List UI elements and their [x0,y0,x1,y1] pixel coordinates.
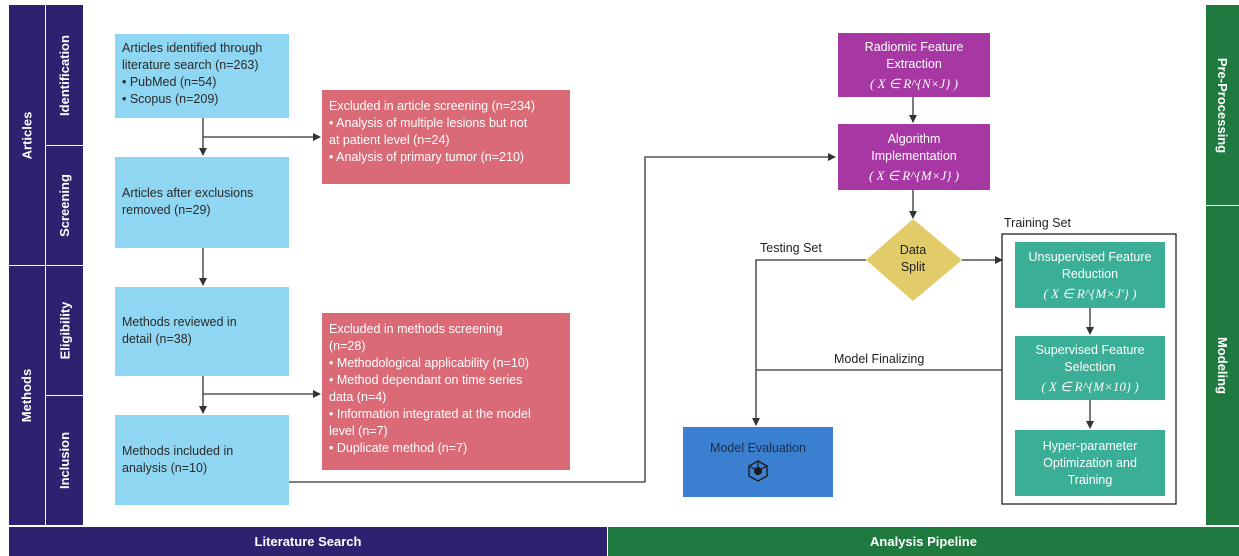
unsupervised-line-2: Reduction [1061,266,1119,281]
radiomic-line-1: Radiomic Feature [864,39,964,54]
after-line-2: removed (n=29) [122,203,211,217]
excluded-articles-line-2: • Analysis of multiple lesions but not [329,116,528,130]
hyper-line-3: Training [1067,472,1113,487]
arrow-split-to-evaluation [752,259,866,426]
unsupervised-formula: ( X ∈ R^{M×J′} ) [1043,285,1137,301]
reviewed-line-2: detail (n=38) [122,332,192,346]
right-band [1206,5,1239,525]
box-supervised-feature-selection: Supervised Feature Selection ( X ∈ R^{M×… [1015,336,1165,400]
label-training-set: Training Set [1004,216,1071,230]
left-band-divider-2 [46,265,83,266]
supervised-formula: ( X ∈ R^{M×10} ) [1041,378,1139,394]
label-testing-set: Testing Set [760,241,822,255]
excluded-articles-line-1: Excluded in article screening (n=234) [329,99,536,113]
included-line-1: Methods included in [122,444,234,458]
data-split-diamond [866,219,962,301]
box-algorithm-implementation: Algorithm Implementation ( X ∈ R^{M×J} ) [838,124,990,190]
footer-analysis-pipeline: Analysis Pipeline [608,527,1239,556]
left-band-divider-1 [46,145,83,146]
hyper-line-2: Optimization and [1043,455,1137,470]
box-articles-after-exclusions: Articles after exclusions removed (n=29) [115,157,289,248]
box-excluded-articles: Excluded in article screening (n=234) • … [322,90,570,184]
box-unsupervised-feature-reduction: Unsupervised Feature Reduction ( X ∈ R^{… [1015,242,1165,308]
identified-line-3: • PubMed (n=54) [122,75,217,89]
excluded-methods-line-5: data (n=4) [329,390,387,404]
algorithm-line-2: Implementation [871,148,957,163]
data-split-line-2: Split [900,260,926,274]
algorithm-line-1: Algorithm [887,131,941,146]
left-band-divider-mid [9,265,46,266]
unsupervised-line-1: Unsupervised Feature [1028,249,1152,264]
identified-line-4: • Scopus (n=209) [122,92,219,106]
left-band-divider-3 [46,395,83,396]
excluded-methods-line-1: Excluded in methods screening [329,322,503,336]
excluded-methods-line-6: • Information integrated at the model [329,407,531,421]
algorithm-formula: ( X ∈ R^{M×J} ) [868,167,960,183]
supervised-line-1: Supervised Feature [1035,342,1145,357]
radiomic-line-2: Extraction [886,56,942,71]
label-model-finalizing: Model Finalizing [834,352,925,366]
included-line-2: analysis (n=10) [122,461,208,475]
model-evaluation-icon [748,460,768,482]
box-excluded-methods: Excluded in methods screening (n=28) • M… [322,313,570,470]
hyper-line-1: Hyper-parameter [1042,438,1138,453]
data-split-label: Data Split [876,242,950,276]
excluded-methods-line-7: level (n=7) [329,424,388,438]
arrow-included-to-algorithm [289,153,836,483]
supervised-line-2: Selection [1064,359,1116,374]
box-articles-identified: Articles identified through literature s… [115,34,289,118]
box-model-evaluation: Model Evaluation [683,427,833,497]
identified-line-2: literature search (n=263) [122,58,259,72]
after-line-1: Articles after exclusions [122,186,254,200]
footer-literature-search: Literature Search [9,527,607,556]
excluded-articles-line-3: at patient level (n=24) [329,133,450,147]
right-band-divider [1206,205,1239,206]
footer-analysis-pipeline-label: Analysis Pipeline [870,534,977,549]
excluded-methods-line-8: • Duplicate method (n=7) [329,441,468,455]
identified-line-1: Articles identified through [122,41,263,55]
box-methods-included: Methods included in analysis (n=10) [115,415,289,505]
radiomic-formula: ( X ∈ R^{N×J} ) [870,75,958,91]
model-evaluation-label: Model Evaluation [710,441,806,455]
footer-literature-search-label: Literature Search [254,534,362,549]
data-split-line-1: Data [899,243,927,257]
excluded-methods-line-2: (n=28) [329,339,366,353]
excluded-methods-line-4: • Method dependant on time series [329,373,523,387]
reviewed-line-1: Methods reviewed in [122,315,237,329]
training-set-frame [1001,233,1177,505]
box-methods-reviewed: Methods reviewed in detail (n=38) [115,287,289,376]
box-hyper-parameter-optimization: Hyper-parameter Optimization and Trainin… [1015,430,1165,496]
excluded-articles-line-4: • Analysis of primary tumor (n=210) [329,150,525,164]
excluded-methods-line-3: • Methodological applicability (n=10) [329,356,529,370]
box-radiomic-feature-extraction: Radiomic Feature Extraction ( X ∈ R^{N×J… [838,33,990,97]
